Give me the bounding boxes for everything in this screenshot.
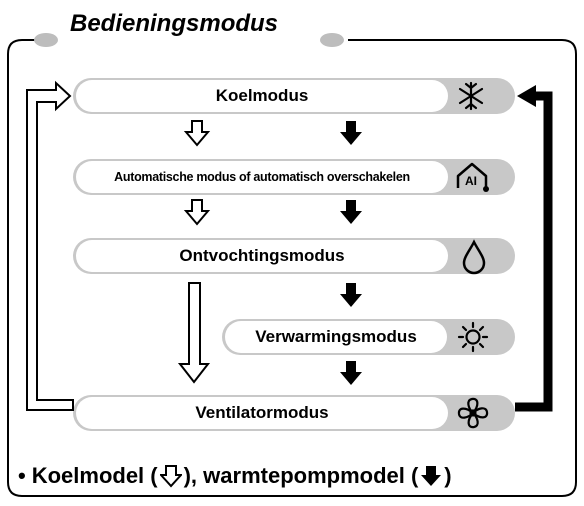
legend-bullet: • — [18, 463, 26, 488]
mode-bar-cooling — [73, 78, 515, 114]
cooling-flow-arrow — [183, 199, 211, 226]
heatpump-flow-arrow — [340, 200, 362, 224]
legend-text-heatpump: ), warmtepompmodel ( — [183, 463, 419, 488]
mode-bar-heating — [222, 319, 515, 355]
mode-bar-dry — [73, 238, 515, 274]
legend-text-cooling: Koelmodel ( — [31, 463, 158, 488]
mode-label-dry: Ontvochtingsmodus — [179, 246, 345, 265]
mode-label-cooling: Koelmodus — [215, 86, 309, 105]
cooling-flow-arrow-long — [177, 282, 211, 384]
water-drop-icon — [462, 239, 486, 275]
legend-text-close: ) — [444, 463, 452, 488]
outer-frame — [7, 39, 577, 497]
fan-icon — [457, 397, 489, 429]
cooling-flow-arrow — [183, 120, 211, 147]
title-cap-left — [34, 33, 58, 47]
solid-down-arrow-icon — [421, 466, 442, 486]
outline-down-arrow-icon — [159, 465, 182, 488]
svg-text:AI: AI — [465, 174, 477, 188]
cooling-return-loop — [26, 80, 74, 411]
mode-bar-fan — [73, 395, 515, 431]
heatpump-flow-arrow — [340, 283, 362, 307]
auto-ai-icon: AI — [456, 162, 489, 192]
heatpump-flow-arrow — [340, 361, 362, 385]
title-cap-right — [320, 33, 344, 47]
snowflake-icon — [458, 81, 484, 111]
heatpump-flow-arrow — [340, 121, 362, 145]
mode-label-heating: Verwarmingsmodus — [255, 327, 417, 346]
mode-label-auto: Automatische modus of automatisch oversc… — [114, 170, 410, 184]
heatpump-return-loop — [515, 91, 553, 412]
mode-label-fan: Ventilatormodus — [195, 403, 329, 422]
mode-bar-auto — [73, 159, 515, 195]
diagram-title: Bedieningsmodus — [70, 10, 279, 37]
sun-icon — [457, 321, 489, 353]
heatpump-return-arrowhead — [517, 85, 536, 107]
legend-footnote: • Koelmodel ( ), warmtepompmodel ( ) — [18, 463, 452, 489]
